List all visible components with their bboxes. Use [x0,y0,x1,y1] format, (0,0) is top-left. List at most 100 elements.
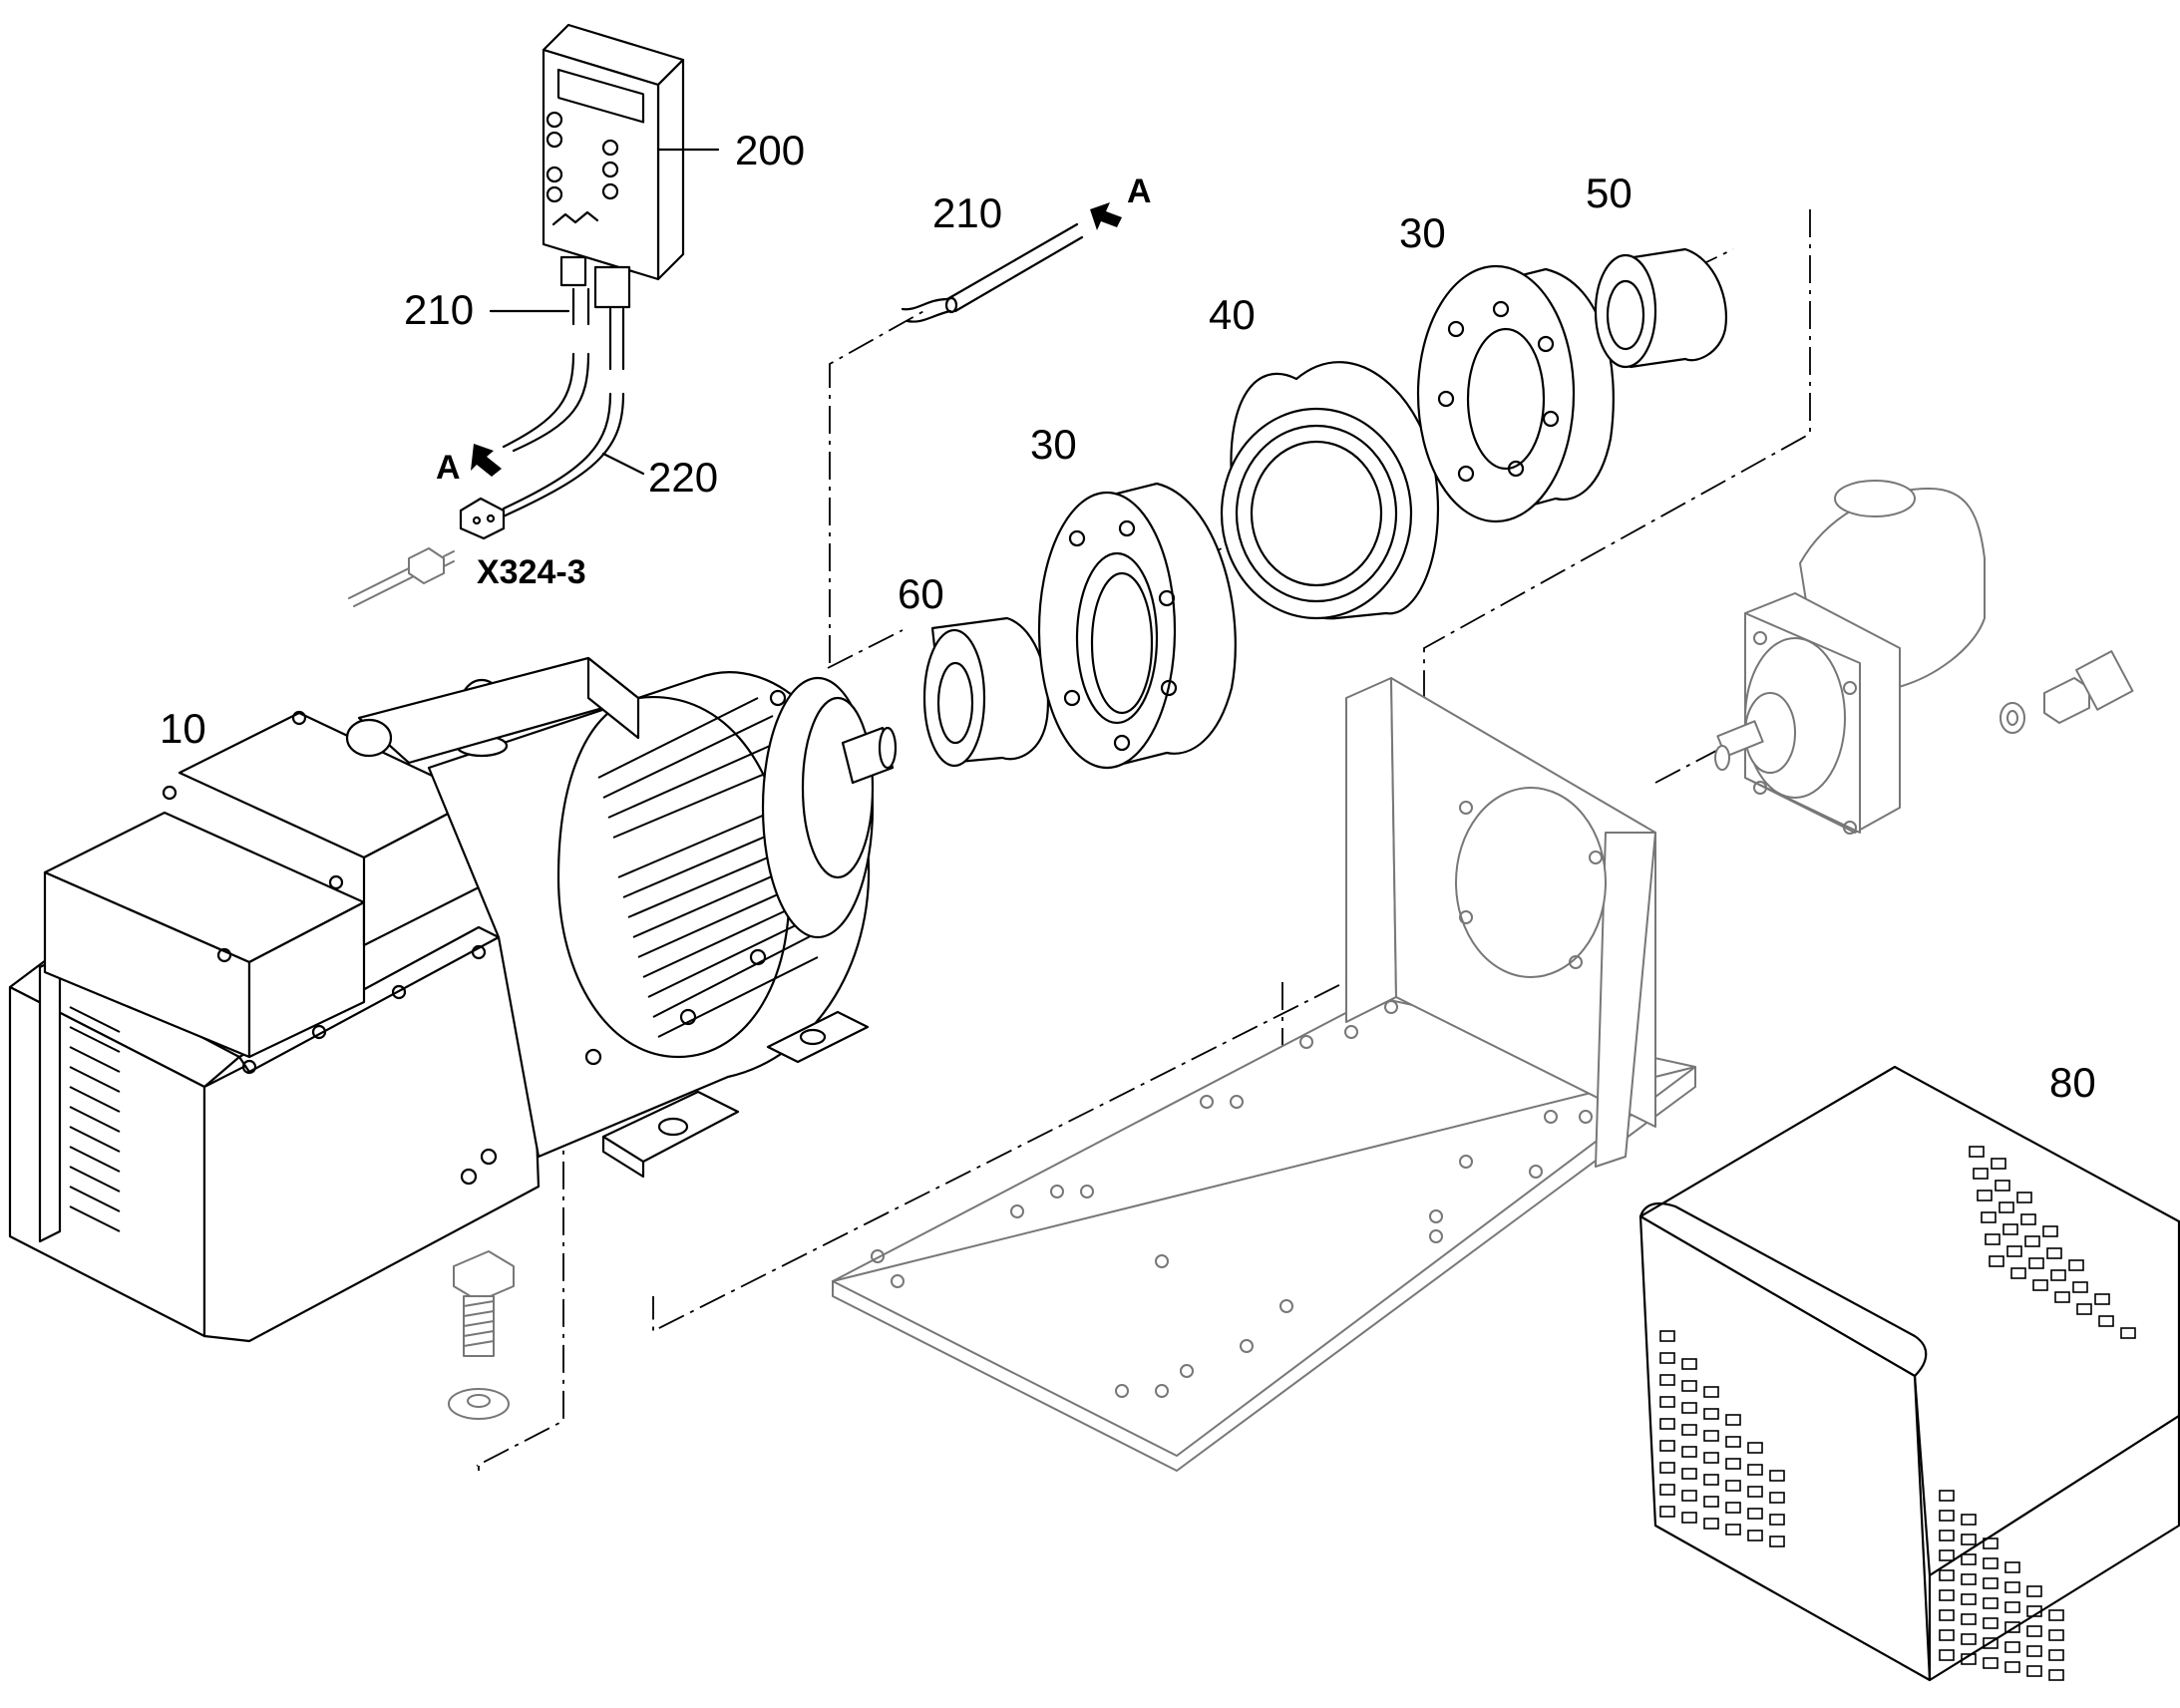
guard-hole [2028,1257,2044,1269]
guard-hole [1681,1468,1697,1480]
guard-hole [2050,1269,2066,1281]
leader-lines [489,148,720,476]
coupling-flange-30-right [1416,264,1615,523]
guard-hole [1769,1514,1785,1526]
guard-hole [1659,1506,1675,1518]
guard-hole [1681,1490,1697,1502]
guard-hole [1961,1613,1977,1625]
guard-hole [1973,1168,1989,1180]
guard-hole [1939,1609,1955,1621]
guard-hole [1681,1446,1697,1458]
guard-hole [2024,1235,2040,1247]
label-cable-top: 210 [932,189,1002,236]
guard-hole [1681,1512,1697,1524]
guard-hole [1747,1530,1763,1541]
guard-hole [2048,1649,2064,1661]
guard-hole [1961,1553,1977,1565]
guard-hole [1939,1549,1955,1561]
guard-hole [1939,1569,1955,1581]
guard-hole [1659,1330,1675,1342]
guard-hole [2048,1609,2064,1621]
guard-hole [2026,1585,2042,1597]
guard-hole [1983,1597,1998,1609]
guard-hole [2048,1629,2064,1641]
guard-hole [2046,1247,2062,1259]
guard-hole [1725,1458,1741,1470]
guard-hole [1725,1414,1741,1426]
cable-segment-210 [901,222,1084,323]
guard-hole [1681,1358,1697,1370]
guard-hole [1703,1496,1719,1508]
guard-hole [1769,1470,1785,1482]
pump-bolt-washer [1999,650,2134,734]
guard-hole [2098,1315,2114,1327]
guard-hole [2010,1267,2026,1279]
guard-hole [1983,1537,1998,1549]
guard-hole [1747,1508,1763,1520]
coupling-flange-30-left [1037,482,1237,770]
guard-hole [2048,1669,2064,1681]
guard-hole [1939,1649,1955,1661]
label-connector: X324-3 [477,553,586,591]
guard-hole [1725,1524,1741,1536]
guard-hole [1659,1462,1675,1474]
label-arrow-a-right: A [1127,172,1152,210]
guard-hole [1703,1518,1719,1530]
guard-hole [1703,1452,1719,1464]
guard-hole [2026,1625,2042,1637]
label-cable-left: 210 [404,286,474,333]
guard-hole [1939,1510,1955,1522]
guard-hole [2042,1225,2058,1237]
base-bracket [832,677,1696,1472]
label-cable-plug: 220 [648,454,718,501]
guard-hole [1703,1474,1719,1486]
guard-hole [2094,1293,2110,1305]
guard-hole [2120,1327,2136,1339]
motor-rear-vents [69,1006,121,1232]
guard-hole [1961,1514,1977,1526]
guard-hole [2004,1641,2020,1653]
guard-hole [2068,1259,2084,1271]
guard-hole [1659,1484,1675,1496]
guard-hole [1961,1534,1977,1545]
guard-hole [1659,1374,1675,1386]
guard-hole [2004,1581,2020,1593]
guard-hole [2072,1281,2088,1293]
label-flange-right: 30 [1399,209,1446,256]
label-guard: 80 [2049,1059,2096,1106]
guard-hole [1725,1436,1741,1448]
label-hub-right: 50 [1586,170,1633,216]
guard-hole [1681,1402,1697,1414]
guard-hole [1985,1233,2000,1245]
guard-hole [1725,1480,1741,1492]
guard-hole [1981,1211,1997,1223]
labels: 10 200 210 210 220 60 30 40 30 50 80 A A… [160,127,2096,1106]
guard-hole [2004,1601,2020,1613]
control-box-cables [459,287,625,540]
hub-50 [1594,247,1727,369]
label-flange-left: 30 [1030,421,1077,468]
control-box [542,23,685,309]
guard-hole [1995,1180,2010,1192]
guard-hole [2026,1665,2042,1677]
guard-hole [1983,1657,1998,1669]
guard-hole [1983,1637,1998,1649]
guard-hole [2026,1605,2042,1617]
guard-hole [1659,1440,1675,1452]
guard-hole [1983,1557,1998,1569]
guard-hole [1747,1464,1763,1476]
arrow-a-left-icon [471,444,502,477]
guard-hole [2004,1621,2020,1633]
guard-hole [1998,1201,2014,1213]
guard-hole [1747,1442,1763,1454]
guard-hole [1659,1352,1675,1364]
guard-hole [1969,1146,1985,1158]
guard-hole [2006,1245,2022,1257]
guard-hole [1703,1408,1719,1420]
hub-60 [922,616,1049,768]
guard-hole [2026,1645,2042,1657]
label-control-box: 200 [735,127,805,173]
label-elastic-element: 40 [1209,291,1256,338]
label-motor: 10 [160,705,206,752]
